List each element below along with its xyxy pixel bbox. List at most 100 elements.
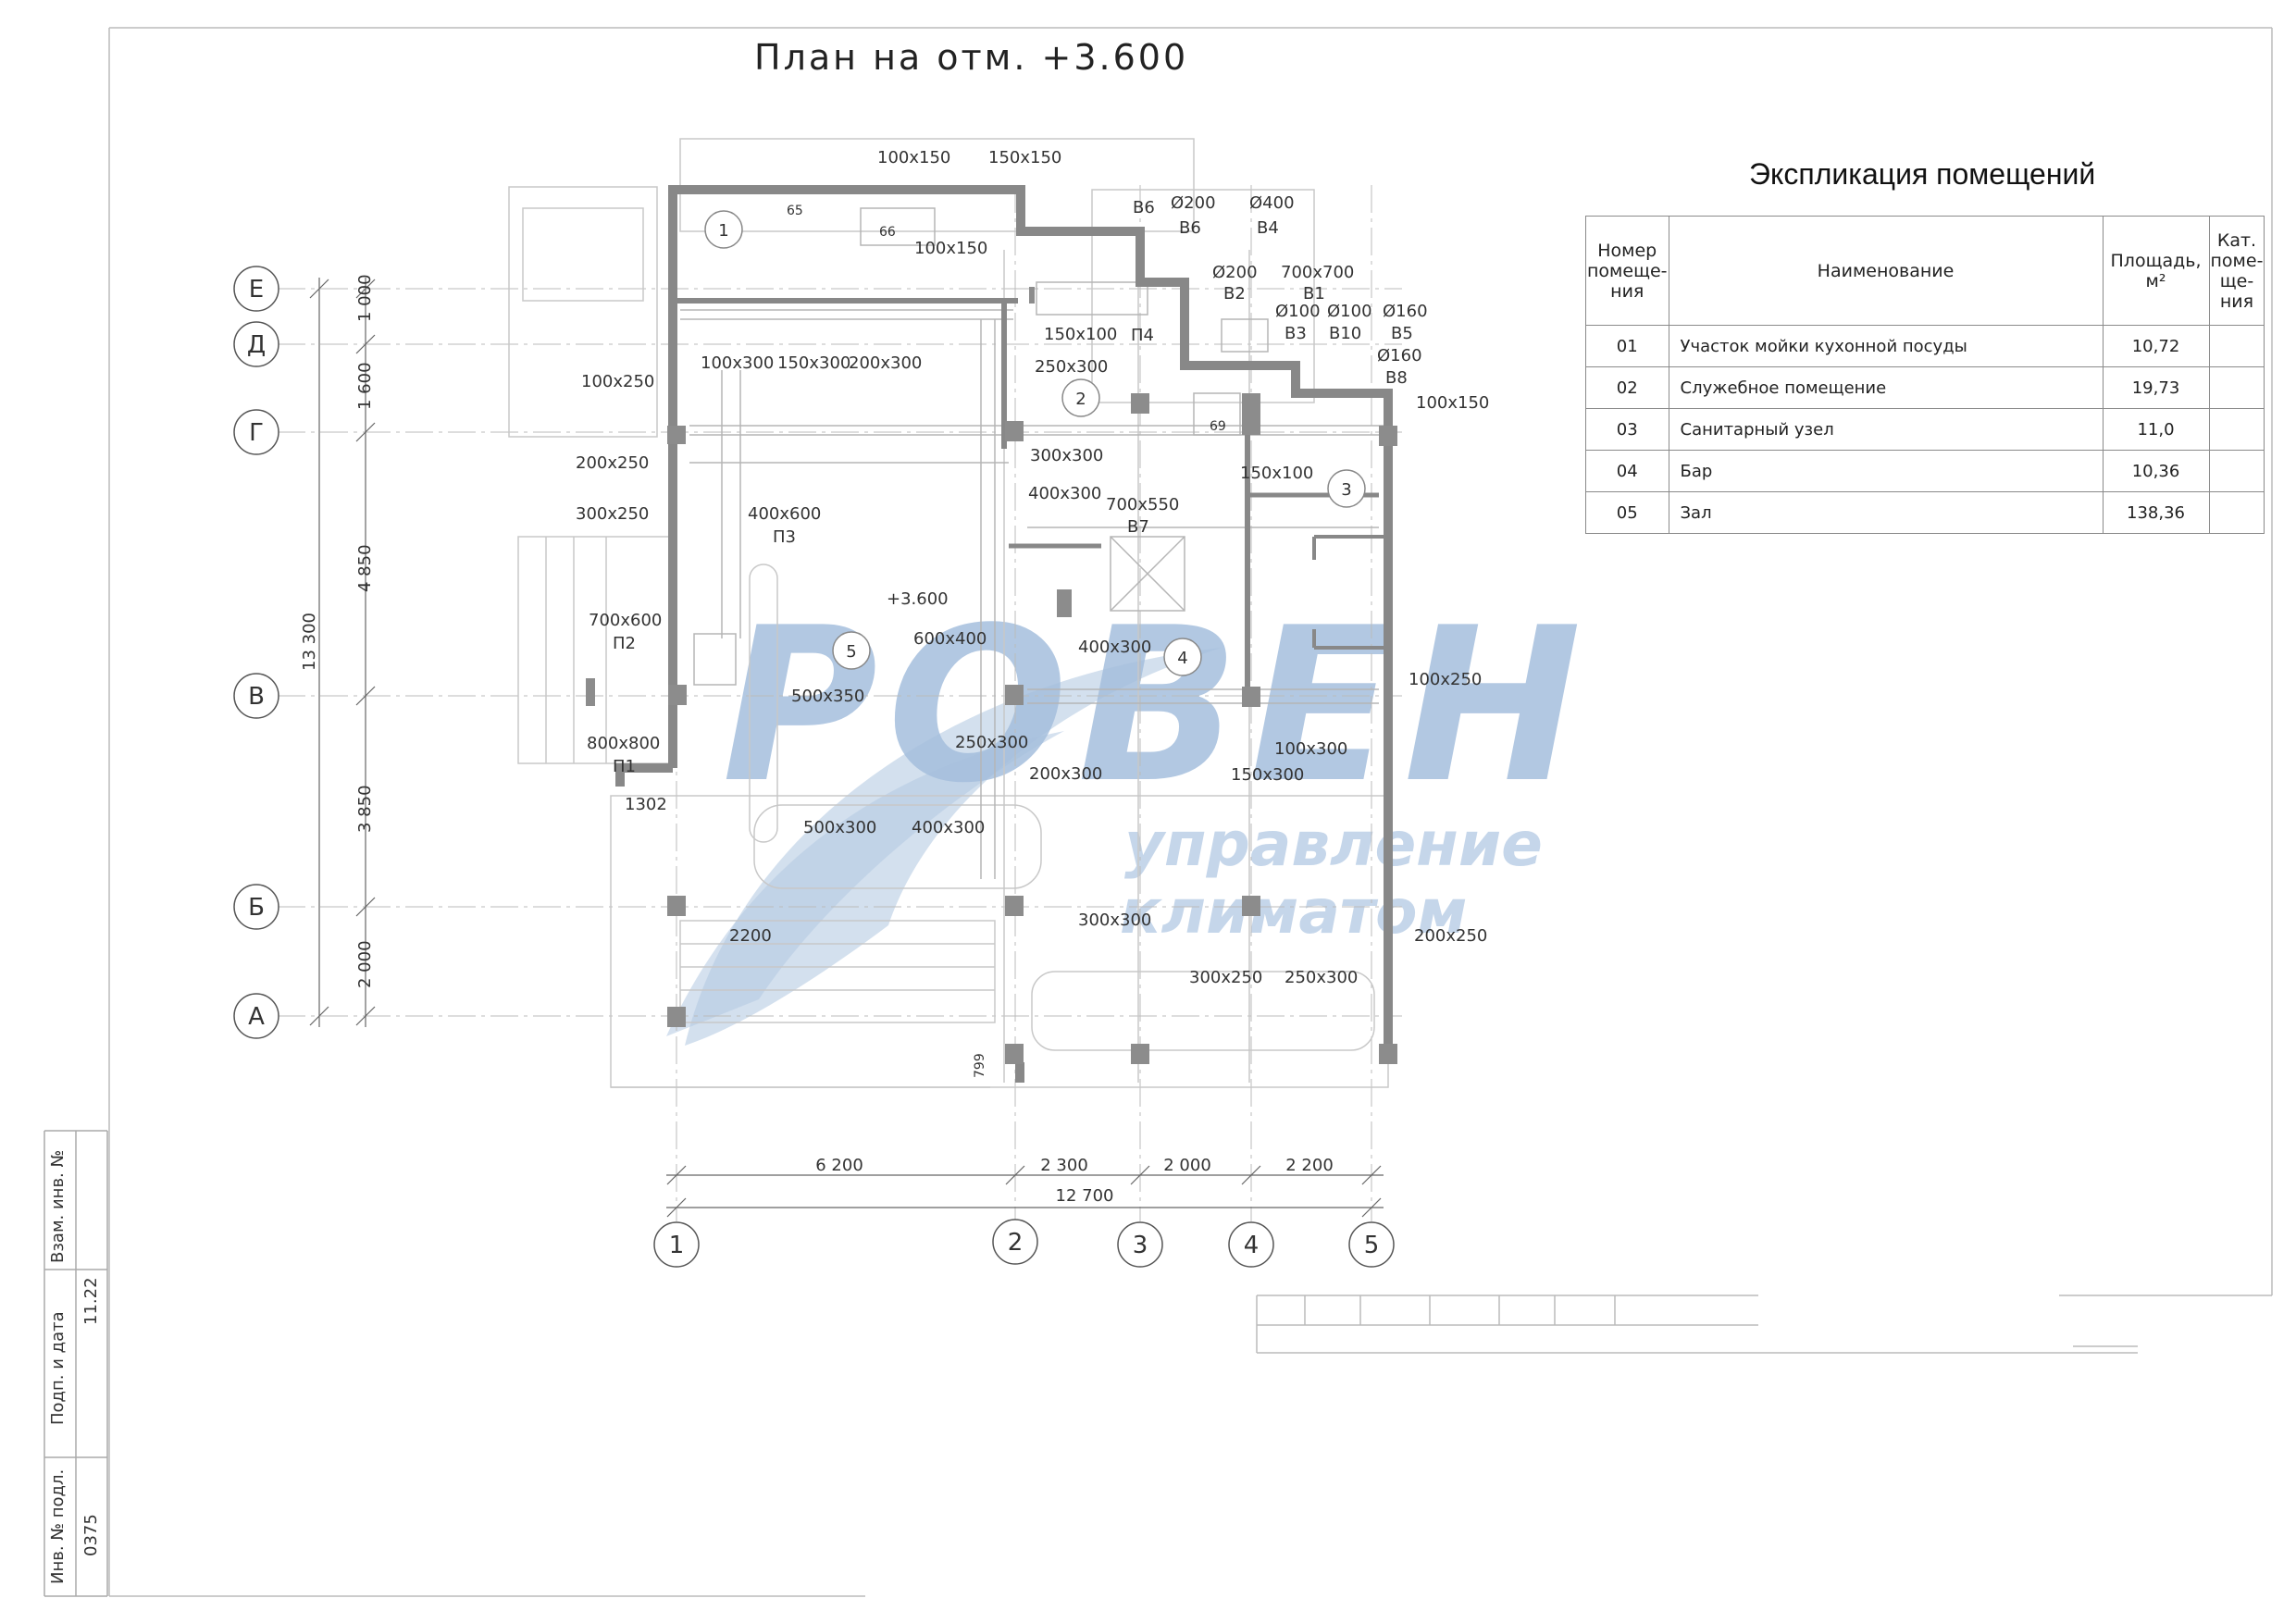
svg-text:Ø100: Ø100	[1327, 302, 1372, 321]
axis-col-1: 1	[653, 1221, 700, 1268]
svg-text:В: В	[248, 683, 265, 711]
row-category	[2208, 366, 2265, 409]
room-5: 5	[832, 631, 871, 670]
svg-text:5: 5	[1364, 1232, 1380, 1259]
svg-text:250x300: 250x300	[1285, 968, 1358, 987]
svg-text:2 200: 2 200	[1285, 1156, 1334, 1175]
row-name: Служебное помещение	[1668, 366, 2104, 409]
svg-text:600x400: 600x400	[913, 629, 987, 649]
svg-text:69: 69	[1210, 419, 1226, 434]
watermark-swoosh	[685, 648, 1222, 1046]
row-area: 138,36	[2102, 491, 2210, 534]
stamp-inv-number: 0375	[81, 1514, 101, 1556]
svg-text:Ø100: Ø100	[1275, 302, 1321, 321]
axis-col-4: 4	[1228, 1221, 1274, 1268]
svg-text:3: 3	[1341, 480, 1351, 500]
column-axis-markers: 1 2 3 4 5	[653, 1219, 1395, 1268]
svg-text:3: 3	[1133, 1232, 1148, 1259]
svg-text:В7: В7	[1127, 517, 1149, 537]
svg-text:4: 4	[1177, 649, 1187, 668]
watermark-brand: РОВЕН	[722, 583, 1591, 830]
room-markers: 1 2 3 4 5	[704, 210, 1366, 676]
axis-col-3: 3	[1117, 1221, 1163, 1268]
svg-text:В8: В8	[1385, 368, 1408, 388]
title-block-stub	[1256, 1295, 2272, 1354]
svg-text:П1: П1	[613, 757, 636, 776]
svg-text:1302: 1302	[625, 795, 667, 814]
svg-text:П2: П2	[613, 634, 636, 653]
svg-text:2: 2	[1008, 1229, 1024, 1257]
svg-text:А: А	[248, 1003, 265, 1031]
row-category	[2208, 408, 2265, 451]
svg-text:Ø200: Ø200	[1212, 263, 1258, 282]
row-area: 10,72	[2102, 325, 2210, 367]
svg-text:700x600: 700x600	[589, 611, 662, 630]
stamp-date: 11.22	[81, 1277, 101, 1325]
row-number: 02	[1585, 366, 1669, 409]
explication-table: Номер помеще-ния Наименование Площадь, м…	[1585, 216, 2265, 534]
drawing-title: План на отм. +3.600	[754, 37, 1189, 78]
svg-text:400x300: 400x300	[1028, 484, 1101, 503]
svg-text:400x300: 400x300	[912, 818, 985, 837]
stamp-inv-label: Инв. № подл.	[48, 1468, 68, 1584]
svg-text:В5: В5	[1391, 324, 1413, 343]
row-name: Санитарный узел	[1668, 408, 2104, 451]
axis-row-A: А	[233, 993, 279, 1039]
svg-text:100x150: 100x150	[914, 239, 987, 258]
svg-text:6 200: 6 200	[815, 1156, 863, 1175]
svg-text:3 850: 3 850	[355, 785, 375, 833]
stamp-vzam-label: Взам. инв. №	[48, 1149, 68, 1263]
row-category	[2208, 325, 2265, 367]
svg-text:5: 5	[846, 642, 856, 662]
svg-text:2200: 2200	[729, 926, 772, 946]
svg-text:Ø160: Ø160	[1383, 302, 1428, 321]
svg-text:2 300: 2 300	[1040, 1156, 1088, 1175]
duct-runs	[680, 207, 1384, 879]
header-name: Наименование	[1668, 216, 2104, 326]
row-area: 19,73	[2102, 366, 2210, 409]
row-name: Зал	[1668, 491, 2104, 534]
svg-text:Б: Б	[248, 894, 265, 922]
explication-title: Экспликация помещений	[1749, 157, 2096, 191]
svg-text:В3: В3	[1285, 324, 1307, 343]
horizontal-dimensions	[666, 1165, 1384, 1218]
svg-text:В2: В2	[1223, 284, 1246, 304]
level-mark: +3.600	[887, 589, 949, 609]
svg-text:Д: Д	[247, 331, 266, 359]
table-row: 05 Зал 138,36	[1585, 491, 2265, 534]
svg-text:300x250: 300x250	[1189, 968, 1262, 987]
svg-text:В6: В6	[1179, 218, 1201, 238]
svg-text:1 600: 1 600	[355, 362, 375, 410]
svg-text:100x300: 100x300	[701, 353, 774, 373]
axis-row-V: В	[233, 673, 279, 719]
left-stamp-block	[43, 1130, 108, 1597]
svg-text:700x550: 700x550	[1106, 495, 1179, 514]
sheet-frame	[108, 27, 2273, 1597]
room-3: 3	[1327, 469, 1366, 508]
svg-text:4: 4	[1244, 1232, 1260, 1259]
svg-text:100x250: 100x250	[1409, 670, 1482, 689]
svg-text:4 850: 4 850	[355, 544, 375, 592]
svg-text:150x300: 150x300	[1231, 765, 1304, 785]
row-number: 05	[1585, 491, 1669, 534]
svg-text:2 000: 2 000	[355, 940, 375, 988]
duct-labels: 100x150 150x150 100x150 100x300 150x300 …	[576, 148, 1489, 987]
axis-row-G: Г	[233, 409, 279, 455]
svg-text:65: 65	[787, 204, 803, 218]
svg-text:12 700: 12 700	[1056, 1186, 1114, 1206]
svg-text:200x300: 200x300	[849, 353, 922, 373]
svg-text:Ø400: Ø400	[1249, 193, 1295, 213]
svg-text:800x800: 800x800	[587, 734, 660, 753]
svg-text:В1: В1	[1303, 284, 1325, 304]
svg-text:200x250: 200x250	[1414, 926, 1487, 946]
watermark-line2: климатом	[1120, 876, 1467, 948]
room-4: 4	[1163, 638, 1202, 676]
room-2: 2	[1061, 378, 1100, 417]
svg-text:13 300: 13 300	[300, 613, 319, 671]
vertical-dimensions	[309, 278, 376, 1027]
svg-text:150x100: 150x100	[1044, 325, 1117, 344]
svg-text:150x150: 150x150	[988, 148, 1061, 167]
svg-text:300x300: 300x300	[1030, 446, 1103, 465]
room-1: 1	[704, 210, 743, 249]
